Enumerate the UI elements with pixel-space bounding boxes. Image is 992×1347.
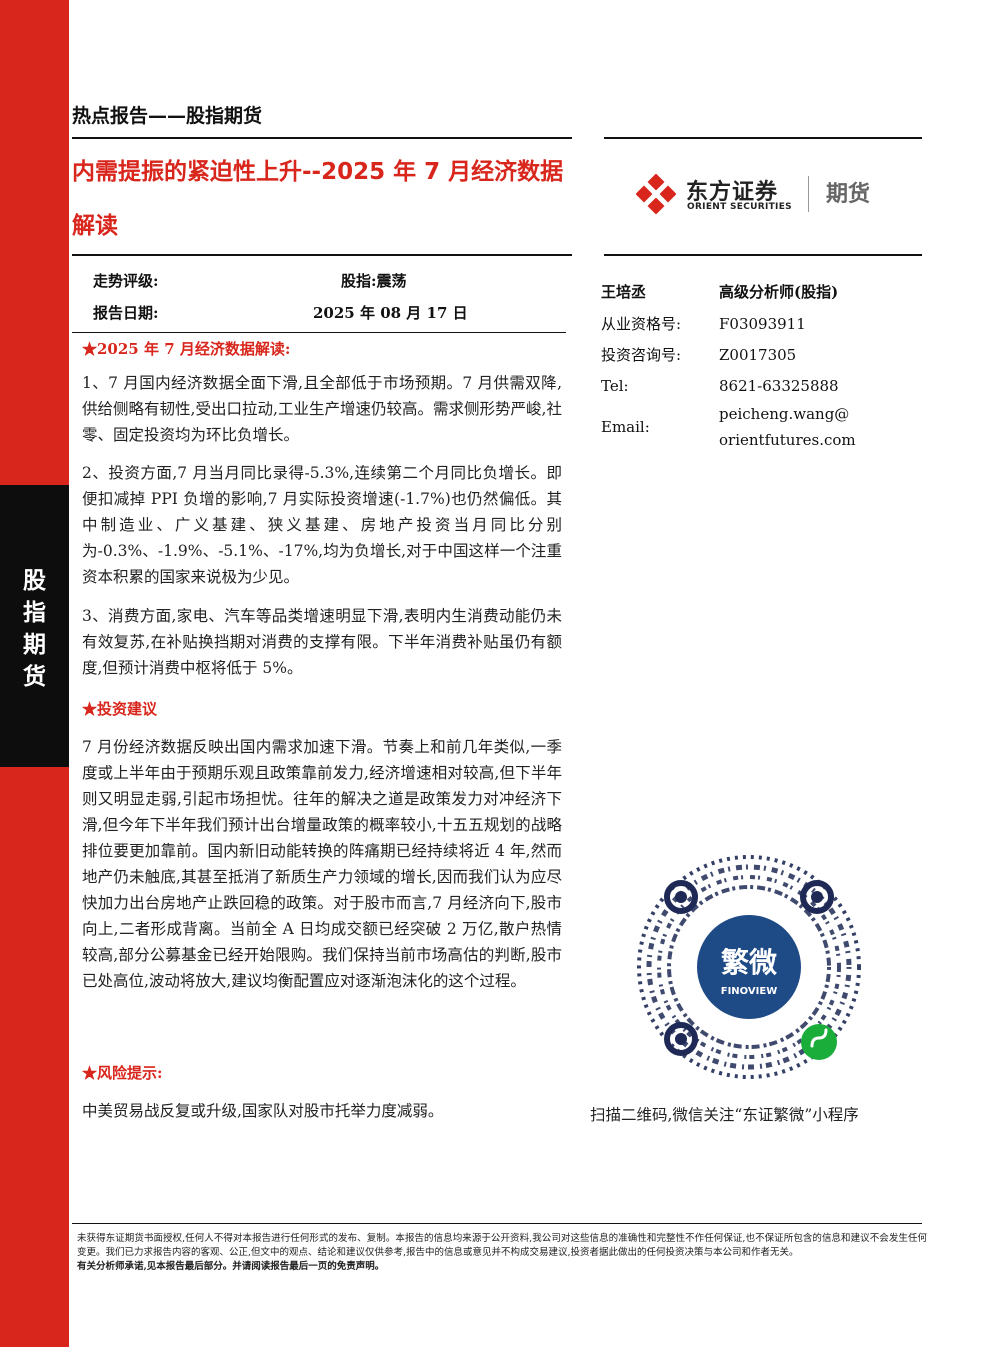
left-category-block [0, 485, 69, 767]
cert-label: 从业资格号: [601, 315, 682, 333]
side-char: 股 [23, 568, 46, 594]
header-rule-bottom-right [604, 254, 922, 256]
rating-value: 股指:震荡 [341, 272, 407, 290]
meta-rule [72, 332, 566, 333]
side-category-label: 股 指 期 货 [0, 565, 69, 693]
email-line-2: orientfutures.com [719, 431, 856, 449]
disclaimer: 未获得东证期货书面授权,任何人不得对本报告进行任何形式的发布、复制。本报告的信息… [77, 1232, 927, 1274]
disclaimer-bold: 有关分析师承诺,见本报告最后部分。并请阅读报告最后一页的免责声明。 [77, 1261, 385, 1272]
paragraph-consumption: 3、消费方面,家电、汽车等品类增速明显下滑,表明内生消费动能仍未有效复苏,在补贴… [82, 607, 562, 677]
author-position: 高级分析师(股指) [719, 283, 839, 301]
side-char: 货 [23, 664, 46, 690]
section-heading-data: ★2025 年 7 月经济数据解读: [82, 340, 291, 358]
header-rule-top [72, 137, 572, 139]
paragraph-advice: 7 月份经济数据反映出国内需求加速下滑。节奏上和前几年类似,一季度或上半年由于预… [82, 738, 562, 990]
side-char: 指 [23, 600, 46, 626]
paragraph-overview: 1、7 月国内经济数据全面下滑,且全部低于市场预期。7 月供需双降,供给侧略有韧… [82, 374, 562, 444]
logo-divider [808, 176, 809, 212]
orient-logo-icon [636, 174, 676, 214]
report-type: 热点报告——股指期货 [72, 105, 263, 127]
email-label: Email: [601, 418, 650, 436]
rating-label: 走势评级: [93, 272, 159, 290]
consult-label: 投资咨询号: [601, 346, 682, 364]
date-label: 报告日期: [93, 304, 159, 322]
section-heading-advice: ★投资建议 [82, 700, 158, 718]
report-title: 内需提振的紧迫性上升--2025 年 7 月经济数据解读 [72, 159, 564, 239]
wechat-miniprogram-qr-code: 繁微 FINOVIEW [637, 855, 861, 1079]
qr-badge-cn: 繁微 [721, 946, 777, 979]
date-value: 2025 年 08 月 17 日 [313, 304, 468, 322]
email-line-1: peicheng.wang@ [719, 405, 850, 423]
paragraph-investment: 2、投资方面,7 月当月同比录得-5.3%,连续第二个月同比负增长。即便扣减掉 … [82, 464, 562, 586]
qr-caption: 扫描二维码,微信关注“东证繁微”小程序 [590, 1106, 859, 1124]
consult-value: Z0017305 [719, 346, 797, 364]
cert-value: F03093911 [719, 315, 806, 333]
qr-badge-en: FINOVIEW [721, 986, 777, 997]
paragraph-risk: 中美贸易战反复或升级,国家队对股市托举力度减弱。 [82, 1102, 444, 1120]
disclaimer-text: 未获得东证期货书面授权,任何人不得对本报告进行任何形式的发布、复制。本报告的信息… [77, 1233, 927, 1258]
side-char: 期 [23, 632, 46, 658]
header-rule-bottom [72, 254, 572, 256]
company-logo: 东方证券 ORIENT SECURITIES 期货 [636, 172, 886, 218]
miniprogram-icon [801, 1024, 837, 1060]
section-heading-risk: ★风险提示: [82, 1064, 163, 1082]
author-name: 王培丞 [601, 283, 647, 301]
logo-division-text: 期货 [826, 182, 871, 207]
footer-rule [72, 1223, 922, 1224]
logo-en-text: ORIENT SECURITIES [687, 202, 792, 212]
tel-value: 8621-63325888 [719, 377, 839, 395]
logo-cn-text: 东方证券 [686, 180, 779, 205]
tel-label: Tel: [601, 377, 629, 395]
header-rule-top-right [604, 137, 922, 139]
